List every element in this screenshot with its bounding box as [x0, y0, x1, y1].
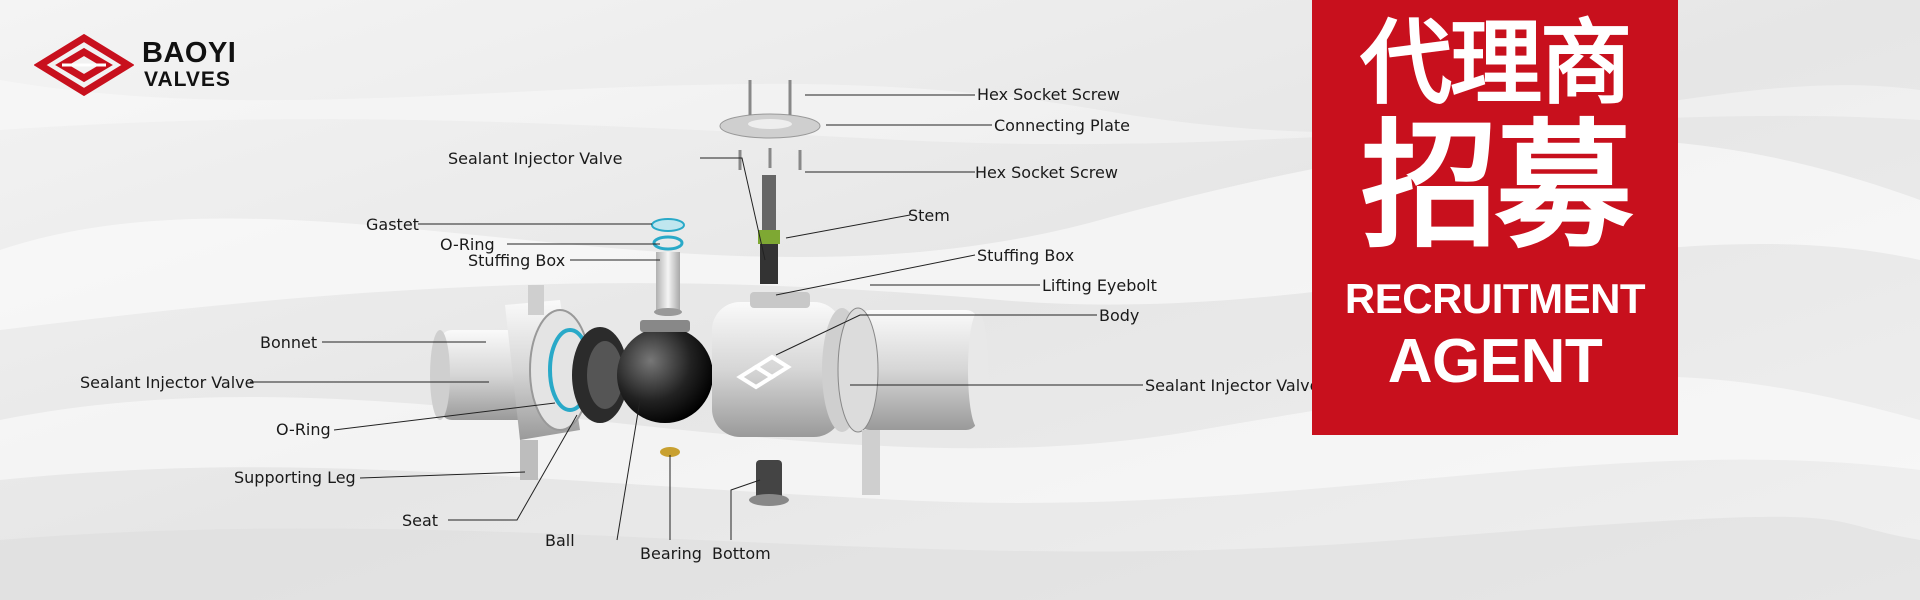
- right-bonnet-part: [837, 307, 988, 495]
- recruitment-banner[interactable]: 代理商 招募 RECRUITMENT AGENT: [1312, 0, 1678, 435]
- left-bonnet-part: [430, 285, 591, 480]
- banner-title-en-line1: RECRUITMENT: [1344, 275, 1646, 322]
- label-supporting-leg: Supporting Leg: [234, 468, 356, 487]
- label-o-ring-left: O-Ring: [276, 420, 331, 439]
- label-sealant-injector-valve-right: Sealant Injector Valve: [1145, 376, 1320, 395]
- label-seat: Seat: [402, 511, 438, 530]
- label-bearing: Bearing: [640, 544, 702, 563]
- brand-name: BAOYI: [142, 37, 237, 69]
- banner-title-cn-line2: 招募: [1360, 106, 1633, 267]
- stem-stack-left-part: [651, 218, 685, 316]
- label-lifting-eyebolt: Lifting Eyebolt: [1042, 276, 1157, 295]
- connecting-plate-part: [719, 80, 821, 170]
- label-sealant-injector-valve-left: Sealant Injector Valve: [80, 373, 255, 392]
- label-connecting-plate: Connecting Plate: [994, 116, 1130, 135]
- baoyi-logo-icon: [34, 34, 134, 96]
- leader-lines: [250, 94, 1143, 541]
- brand-logo[interactable]: BAOYI VALVES: [34, 34, 264, 96]
- banner-title-cn-line1: 代理商: [1359, 10, 1632, 117]
- label-body: Body: [1099, 306, 1139, 325]
- label-hex-socket-screw-mid: Hex Socket Screw: [975, 163, 1118, 182]
- label-stem: Stem: [908, 206, 950, 225]
- label-bottom: Bottom: [712, 544, 771, 563]
- label-ball: Ball: [545, 531, 575, 550]
- label-gastet: Gastet: [366, 215, 419, 234]
- ball-part: [617, 320, 713, 423]
- bottom-part: [660, 447, 789, 506]
- label-hex-socket-screw-top: Hex Socket Screw: [977, 85, 1120, 104]
- label-bonnet: Bonnet: [260, 333, 317, 352]
- label-stuffing-box-right: Stuffing Box: [977, 246, 1074, 265]
- valve-exploded-diagram: Hex Socket Screw Connecting Plate Hex So…: [80, 80, 1320, 563]
- banner-title-en-line2: AGENT: [1387, 327, 1603, 396]
- label-o-ring-top: O-Ring: [440, 235, 495, 254]
- o-ring-and-seat-part: [548, 327, 628, 423]
- label-stuffing-box-left: Stuffing Box: [468, 251, 565, 270]
- brand-subtitle: VALVES: [144, 68, 231, 91]
- label-sealant-injector-valve-top: Sealant Injector Valve: [448, 149, 623, 168]
- stem-part: [758, 175, 780, 284]
